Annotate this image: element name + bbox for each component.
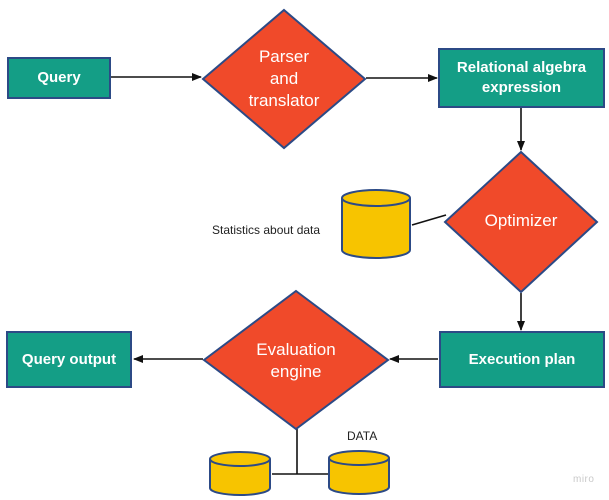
query-output-box: Query output — [6, 331, 132, 388]
query-box: Query — [7, 57, 111, 99]
statistics-database-icon — [341, 189, 411, 259]
execution-plan-box: Execution plan — [439, 331, 605, 388]
evaluation-engine-diamond — [202, 289, 390, 431]
data-label: DATA — [347, 429, 378, 443]
data-database-left-icon — [209, 451, 271, 496]
evaluation-engine-label: Evaluation engine — [256, 340, 336, 381]
data-database-right-icon — [328, 450, 390, 495]
parser-translator-label: Parser and translator — [248, 47, 320, 110]
connector-statistics-to-optimizer — [411, 214, 447, 226]
parser-translator-diamond — [201, 8, 367, 150]
optimizer-label: Optimizer — [484, 211, 558, 230]
optimizer-diamond — [443, 150, 599, 294]
miro-watermark: miro — [573, 474, 595, 485]
relational-algebra-box: Relational algebra expression — [438, 48, 605, 108]
statistics-about-data-label: Statistics about data — [212, 223, 321, 237]
